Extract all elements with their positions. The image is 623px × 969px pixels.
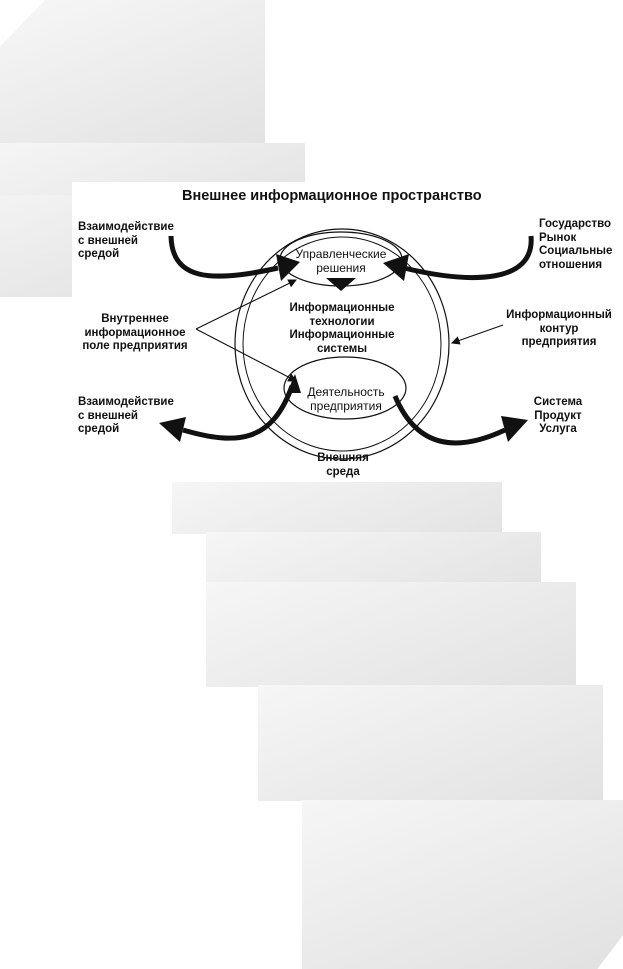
arrow-internal-to-activity	[195, 328, 297, 382]
label-line: Информационный	[506, 309, 612, 321]
label-line: с внешней	[78, 234, 138, 247]
label-system-product: Система Продукт Услуга	[527, 396, 589, 437]
background-shape-step-5	[302, 800, 623, 969]
background-shape-step-1	[172, 482, 502, 534]
arrow-bottom-right	[392, 395, 507, 446]
label-line: контур	[539, 322, 579, 335]
arrow-bottom-left-head	[159, 417, 186, 442]
label-line: средой	[78, 423, 120, 435]
management-triangle	[326, 278, 356, 291]
label-line: отношения	[539, 258, 603, 271]
arrow-bottom-left	[182, 385, 295, 441]
label-line: среда	[326, 465, 360, 478]
label-line: Государство	[539, 218, 612, 230]
label-line: Система	[533, 396, 583, 408]
node-line: предприятия	[310, 398, 382, 413]
arrow-bottom-right-head	[501, 416, 528, 442]
label-line: поле предприятия	[82, 340, 188, 352]
arrow-internal-to-management	[195, 279, 297, 330]
background-shape-step-2	[206, 532, 541, 584]
label-line: Услуга	[539, 423, 577, 435]
arrow-top-right-head	[383, 254, 409, 281]
background-shape-step-3	[206, 582, 576, 687]
node-line: Информационные	[289, 329, 395, 341]
background-shape-step-4	[258, 685, 603, 801]
label-external-env: Внешняя среда	[305, 452, 381, 479]
node-line: системы	[316, 342, 368, 355]
label-internal-field: Внутреннее информационное поле предприят…	[74, 313, 196, 354]
background-shape-left-strip	[0, 195, 72, 297]
arrow-bottom-left-tip	[287, 374, 301, 393]
node-line: Деятельность	[307, 385, 385, 399]
arrow-top-left	[168, 235, 279, 279]
label-line: с внешней	[78, 409, 138, 422]
node-management: Управленческие решения	[289, 247, 393, 275]
label-line: Внешняя	[317, 452, 369, 464]
node-line: Информационные	[289, 302, 395, 314]
label-interaction-bottom: Взаимодействие с внешней средой	[78, 396, 174, 437]
label-line: Внутреннее	[101, 313, 169, 325]
arrow-top-left-head	[276, 254, 300, 281]
node-line: технологии	[309, 315, 375, 328]
label-line: Продукт	[534, 409, 582, 422]
node-center-info: Информационные технологии Информационные…	[284, 302, 400, 356]
label-line: информационное	[84, 326, 186, 339]
diagram-title: Внешнее информационное пространство	[182, 188, 482, 204]
label-info-contour: Информационный контур предприятия	[502, 309, 616, 350]
label-line: предприятия	[521, 336, 597, 348]
label-line: Взаимодействие	[78, 221, 174, 233]
label-state-market: Государство Рынок Социальные отношения	[539, 218, 612, 272]
arrow-top-right	[403, 235, 534, 281]
node-activity: Деятельность предприятия	[296, 385, 396, 413]
label-line: средой	[78, 248, 120, 260]
node-line: решения	[316, 260, 366, 275]
node-line: Управленческие	[295, 247, 387, 261]
outer-circle	[234, 228, 450, 460]
activity-ellipse	[283, 356, 407, 420]
label-interaction-top: Взаимодействие с внешней средой	[78, 221, 174, 262]
label-line: Взаимодействие	[78, 396, 174, 408]
background-shape-top	[0, 0, 265, 145]
inner-circle	[242, 236, 442, 452]
label-line: Социальные	[539, 245, 613, 257]
arrow-contour-to-circle	[450, 324, 504, 345]
label-line: Рынок	[539, 231, 577, 244]
